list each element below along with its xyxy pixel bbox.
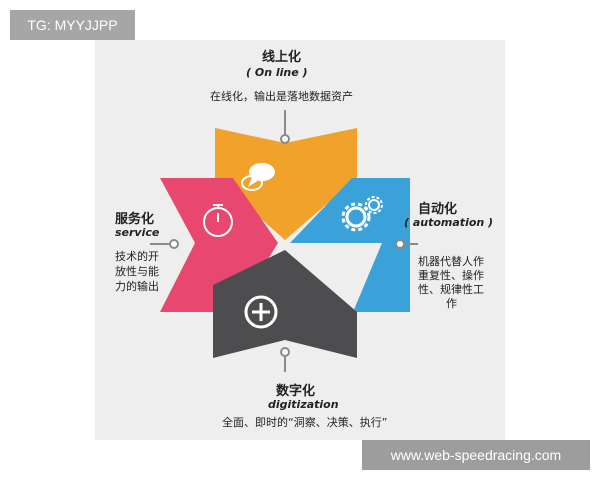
service-subtitle: service: [115, 226, 160, 239]
service-title: 服务化: [115, 212, 155, 227]
online-subtitle: ( On line ): [246, 66, 308, 79]
online-desc: 在线化，输出是落地数据资产: [210, 90, 353, 103]
digitization-title: 数字化: [276, 384, 316, 399]
connector-bottom: [280, 347, 290, 372]
automation-desc-2: 重复性、操作: [418, 269, 484, 282]
channel-tag: TG: MYYJJPP: [10, 10, 135, 40]
stopwatch-icon: [203, 204, 233, 237]
service-desc-2: 放性与能: [115, 265, 159, 278]
connector-left: [150, 239, 179, 249]
chat-bubbles-icon: [241, 163, 275, 191]
connector-top: [280, 110, 290, 144]
automation-desc-1: 机器代替人作: [418, 255, 484, 268]
online-title: 线上化: [262, 50, 302, 65]
automation-title: 自动化: [418, 202, 458, 217]
service-desc-1: 技术的开: [115, 250, 159, 263]
plus-circle-icon: [244, 295, 278, 329]
digitization-subtitle: digitization: [268, 398, 339, 411]
automation-desc-3: 性、规律性工: [418, 283, 484, 296]
digitization-arrow: [213, 250, 357, 358]
online-arrow: [215, 128, 357, 240]
digitization-desc: 全面、即时的“洞察、决策、执行”: [222, 416, 388, 429]
automation-desc-4: 作: [446, 297, 457, 310]
watermark-link[interactable]: www.web-speedracing.com: [362, 440, 590, 470]
gears-icon: [341, 196, 383, 232]
service-desc-3: 力的输出: [115, 280, 159, 293]
connector-right: [395, 239, 418, 249]
automation-subtitle: ( automation ): [404, 216, 494, 229]
